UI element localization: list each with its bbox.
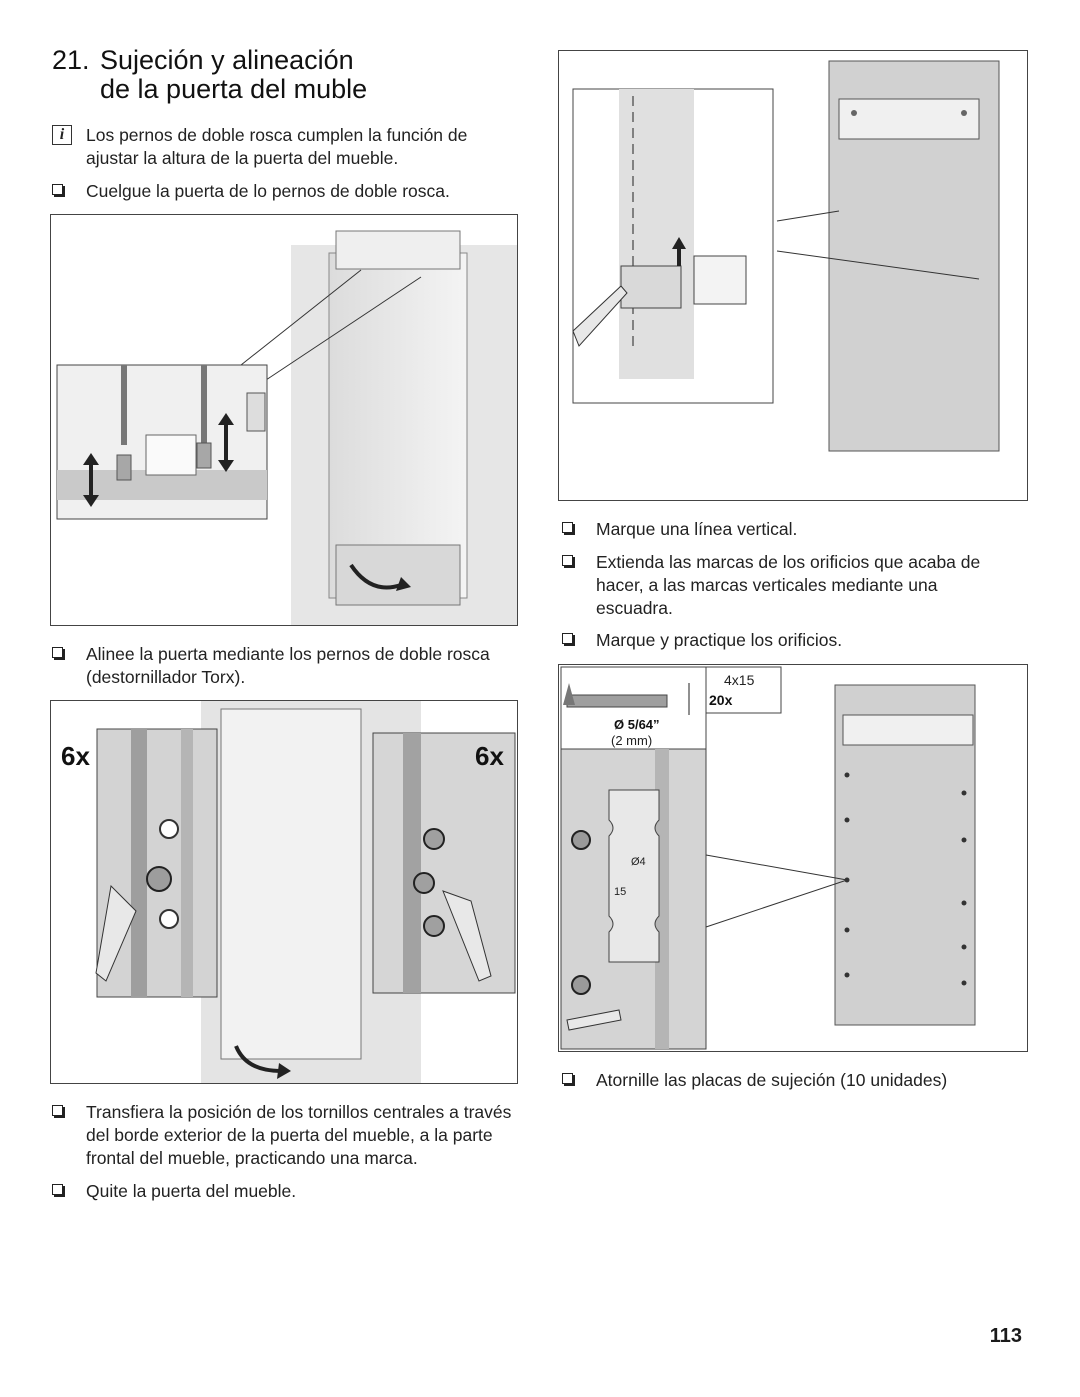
step-drill-holes: Marque y practique los orificios. [562,629,1002,652]
step-text: Extienda las marcas de los orificios que… [596,552,981,618]
checkbox-icon [562,1073,573,1084]
screw-size-label: 4x15 [724,672,755,688]
step-text: Atornille las placas de sujeción (10 uni… [596,1070,948,1090]
step-text: Transfiera la posición de los tornillos … [86,1102,512,1168]
step-hang-door: Cuelgue la puerta de lo pernos de doble … [52,180,502,203]
section-title: 21. Sujeción y alineación de la puerta de… [52,46,367,104]
info-icon: i [52,125,72,145]
figure-door-bolts [50,214,518,626]
step-text: Cuelgue la puerta de lo pernos de doble … [86,181,450,201]
step-text: Marque y practique los orificios. [596,630,843,650]
step-text: Quite la puerta del mueble. [86,1181,297,1201]
info-note: i Los pernos de doble rosca cumplen la f… [52,124,492,170]
checkbox-icon [562,522,573,533]
checkbox-icon [52,647,63,658]
step-extend-marks: Extienda las marcas de los orificios que… [562,551,1002,620]
title-line-1: Sujeción y alineación [100,45,354,75]
info-note-text: Los pernos de doble rosca cumplen la fun… [86,125,468,168]
step-mark-line: Marque una línea vertical. [562,518,1002,541]
bracket-mark-4: Ø4 [631,856,646,868]
step-fasten-plates: Atornille las placas de sujeción (10 uni… [562,1069,1022,1092]
section-number: 21. [52,45,90,75]
checkbox-icon [562,633,573,644]
step-text: Marque una línea vertical. [596,519,798,539]
checkbox-icon [52,184,63,195]
screw-count-label: 20x [709,692,733,708]
checkbox-icon [52,1105,63,1116]
figure-vertical-line [558,50,1028,501]
page-number: 113 [989,1325,1022,1347]
bracket-mark-15: 15 [614,886,626,898]
count-right-label: 6x [475,741,504,771]
step-text: Alinee la puerta mediante los pernos de … [86,644,490,687]
figure-mounting-plates: 4x15 20x Ø 5/64” (2 mm) 15 Ø4 [558,664,1028,1052]
count-left-label: 6x [61,741,90,771]
title-line-2: de la puerta del muble [100,74,368,104]
drill-diameter-label: Ø 5/64” [614,717,660,732]
checkbox-icon [52,1184,63,1195]
figure-mark-transfer: 6x 6x [50,700,518,1084]
checkbox-icon [562,555,573,566]
step-transfer-marks: Transfiera la posición de los tornillos … [52,1101,522,1170]
drill-metric-label: (2 mm) [611,733,652,748]
step-align-door: Alinee la puerta mediante los pernos de … [52,643,522,689]
step-remove-door: Quite la puerta del mueble. [52,1180,502,1203]
